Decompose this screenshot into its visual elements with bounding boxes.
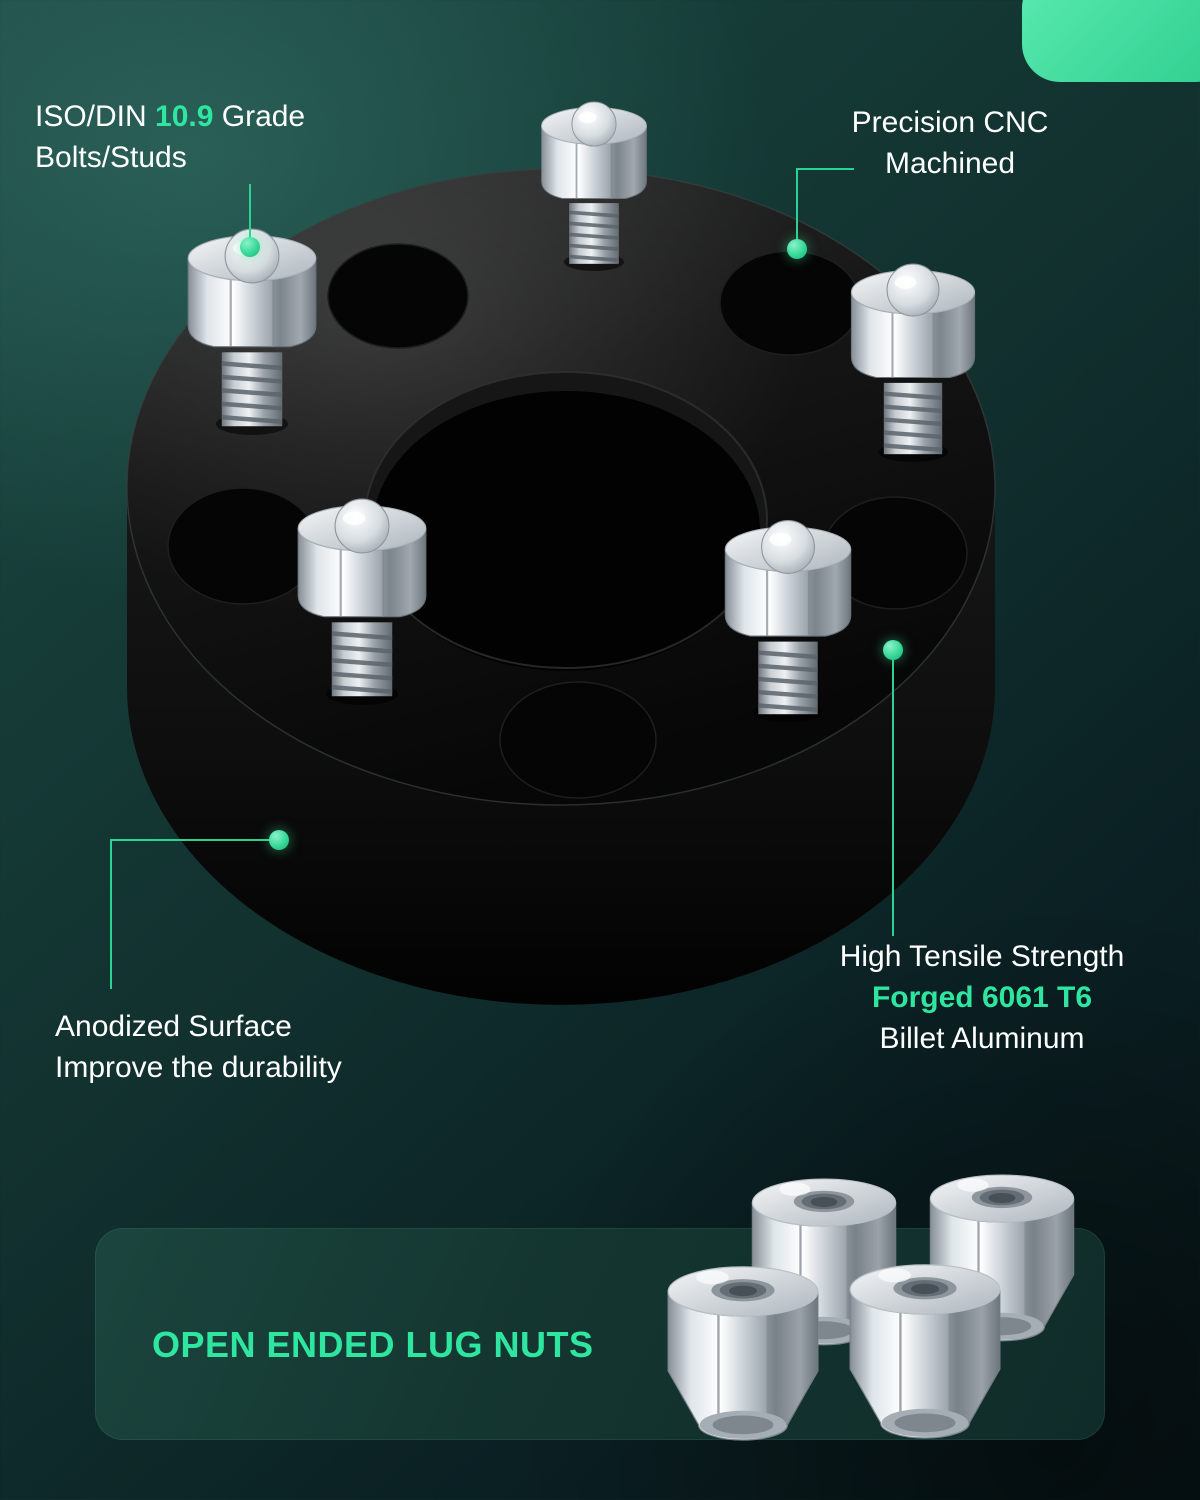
lug-hole [327, 243, 469, 349]
callout-anodized: Anodized Surface Improve the durability [55, 1006, 342, 1088]
callout-cnc-line1: Precision CNC [851, 106, 1049, 139]
callout-dot [269, 830, 289, 850]
callout-anodized-line2: Improve the durability [55, 1051, 342, 1084]
lug-nuts-image [666, 1173, 1075, 1442]
callout-cnc-line2: Machined [884, 147, 1016, 180]
callout-dot [883, 640, 903, 660]
callout-cnc: Precision CNC Machined [822, 102, 1078, 184]
callout-dot [787, 239, 807, 259]
callout-iso-line1: ISO/DIN 10.9 Grade [35, 96, 305, 137]
callout-iso-post: Grade [213, 100, 306, 133]
callout-line [796, 168, 854, 170]
callout-line [249, 184, 251, 238]
callout-tensile-line1: High Tensile Strength [839, 940, 1125, 973]
wheel-spacer-image [126, 100, 996, 1005]
callout-line [110, 839, 112, 989]
lug-nut [666, 1265, 820, 1442]
callout-line [796, 168, 798, 240]
callout-line [892, 658, 894, 936]
callout-tensile-highlight: Forged 6061 T6 [871, 981, 1093, 1014]
panel-title: OPEN ENDED LUG NUTS [152, 1324, 594, 1365]
corner-accent-shape [1022, 0, 1200, 82]
lug-hole [167, 487, 319, 605]
callout-iso-line2: Bolts/Studs [35, 141, 187, 174]
lug-hole [499, 681, 657, 799]
lug-hole [719, 250, 861, 356]
lug-nut [848, 1263, 1002, 1440]
callout-tensile-line3: Billet Aluminum [879, 1022, 1085, 1055]
callout-dot [240, 237, 260, 257]
callout-iso-pre: ISO/DIN [35, 100, 156, 133]
callout-iso-highlight: 10.9 [155, 100, 214, 133]
callout-line [110, 839, 271, 841]
callout-tensile: High Tensile Strength Forged 6061 T6 Bil… [812, 936, 1152, 1059]
center-bore [364, 371, 768, 671]
callout-anodized-line1: Anodized Surface [55, 1010, 292, 1043]
callout-iso-grade: ISO/DIN 10.9 Grade Bolts/Studs [35, 96, 305, 178]
